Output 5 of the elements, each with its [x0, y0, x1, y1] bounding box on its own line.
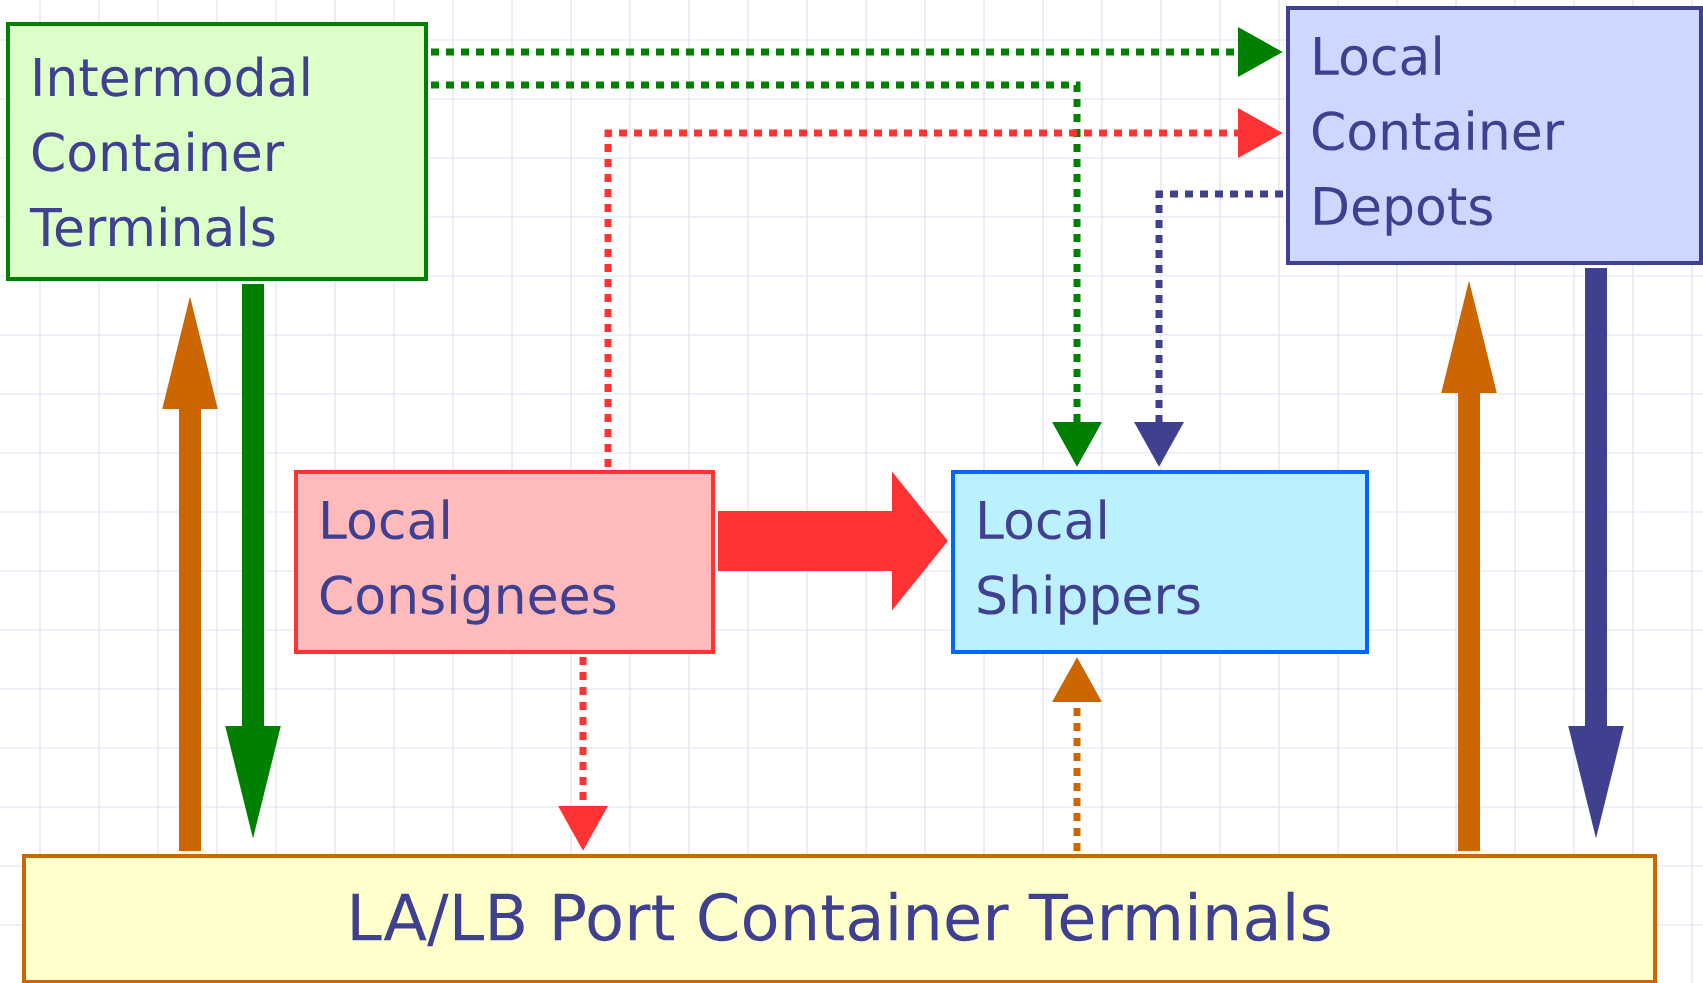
flow-box: Local Shippers	[951, 470, 1369, 654]
flow-box: LA/LB Port Container Terminals	[22, 854, 1657, 983]
flow-box: Local Container Depots	[1286, 6, 1703, 265]
flow-box: Intermodal Container Terminals	[6, 22, 428, 281]
flow-box: Local Consignees	[294, 470, 715, 654]
